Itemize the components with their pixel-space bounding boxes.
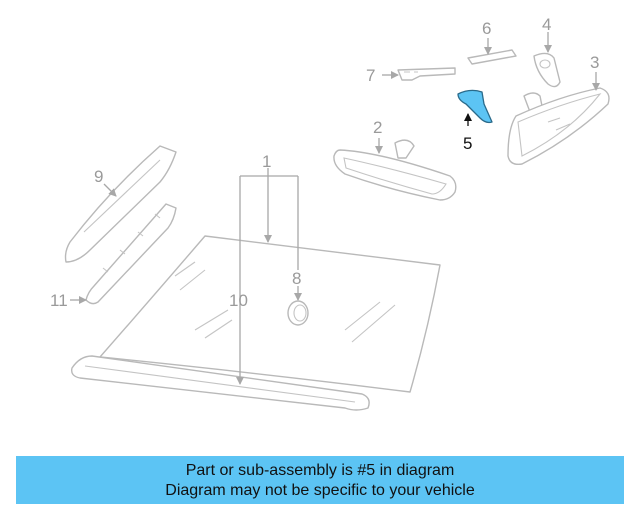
callout-4: 4: [542, 15, 551, 34]
rearview-mirror-part: [333, 139, 457, 201]
callout-5: 5: [463, 134, 472, 153]
pillar-trim-part: [64, 145, 177, 263]
side-molding-part: [85, 203, 177, 305]
callout-2: 2: [373, 118, 382, 137]
trim-strip-part: [467, 49, 517, 65]
callout-6: 6: [482, 19, 491, 38]
highlighted-part-5[interactable]: [457, 89, 493, 124]
mirror-assembly-part: [507, 87, 610, 166]
mount-bracket-part: [533, 52, 561, 88]
callout-1: 1: [262, 152, 271, 171]
info-banner: Part or sub-assembly is #5 in diagram Di…: [16, 456, 624, 504]
wiring-part: [397, 67, 456, 81]
callout-10: 10: [229, 291, 248, 310]
banner-part-line: Part or sub-assembly is #5 in diagram: [185, 462, 455, 479]
banner-disclaimer-line: Diagram may not be specific to your vehi…: [165, 482, 475, 499]
leader-lines: [70, 32, 600, 385]
callout-11: 11: [50, 291, 68, 310]
callout-8: 8: [292, 269, 301, 288]
parts-diagram: 1 2 3 4 5 6 7 8 9 10 11: [50, 15, 610, 411]
lower-molding-part: [70, 355, 370, 411]
windshield-part: [99, 235, 441, 393]
callout-9: 9: [94, 167, 103, 186]
cover-part-5[interactable]: [457, 89, 493, 124]
callout-3: 3: [590, 53, 599, 72]
callout-7: 7: [366, 66, 375, 85]
sensor-part: [287, 300, 309, 326]
